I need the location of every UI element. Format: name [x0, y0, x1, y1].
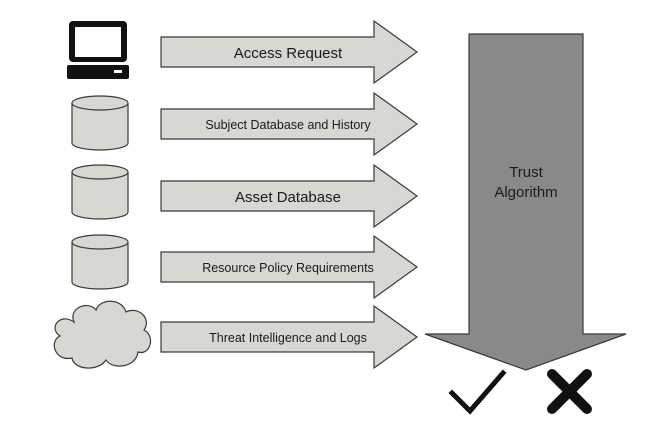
input-arrow: Resource Policy Requirements: [160, 234, 419, 300]
arrow-label: Asset Database: [235, 189, 341, 206]
input-arrow: Asset Database: [160, 163, 419, 229]
database-icon: [71, 164, 129, 220]
algorithm-label-line2: Algorithm: [494, 184, 557, 201]
database-icon: [71, 234, 129, 290]
arrow-label: Threat Intelligence and Logs: [209, 331, 367, 345]
checkmark-icon: [448, 369, 507, 415]
cloud-icon: [53, 300, 152, 369]
arrow-label: Resource Policy Requirements: [202, 261, 374, 275]
input-arrow: Threat Intelligence and Logs: [160, 304, 419, 370]
input-arrow: Subject Database and History: [160, 91, 419, 157]
input-arrow: Access Request: [160, 19, 419, 85]
database-icon: [71, 95, 129, 151]
trust-algorithm-arrow: Trust Algorithm: [424, 33, 627, 371]
algorithm-label-line1: Trust: [509, 164, 543, 181]
cross-icon: [547, 369, 592, 414]
arrow-label: Subject Database and History: [205, 118, 371, 132]
arrow-label: Access Request: [234, 45, 343, 62]
computer-icon: [67, 21, 129, 79]
